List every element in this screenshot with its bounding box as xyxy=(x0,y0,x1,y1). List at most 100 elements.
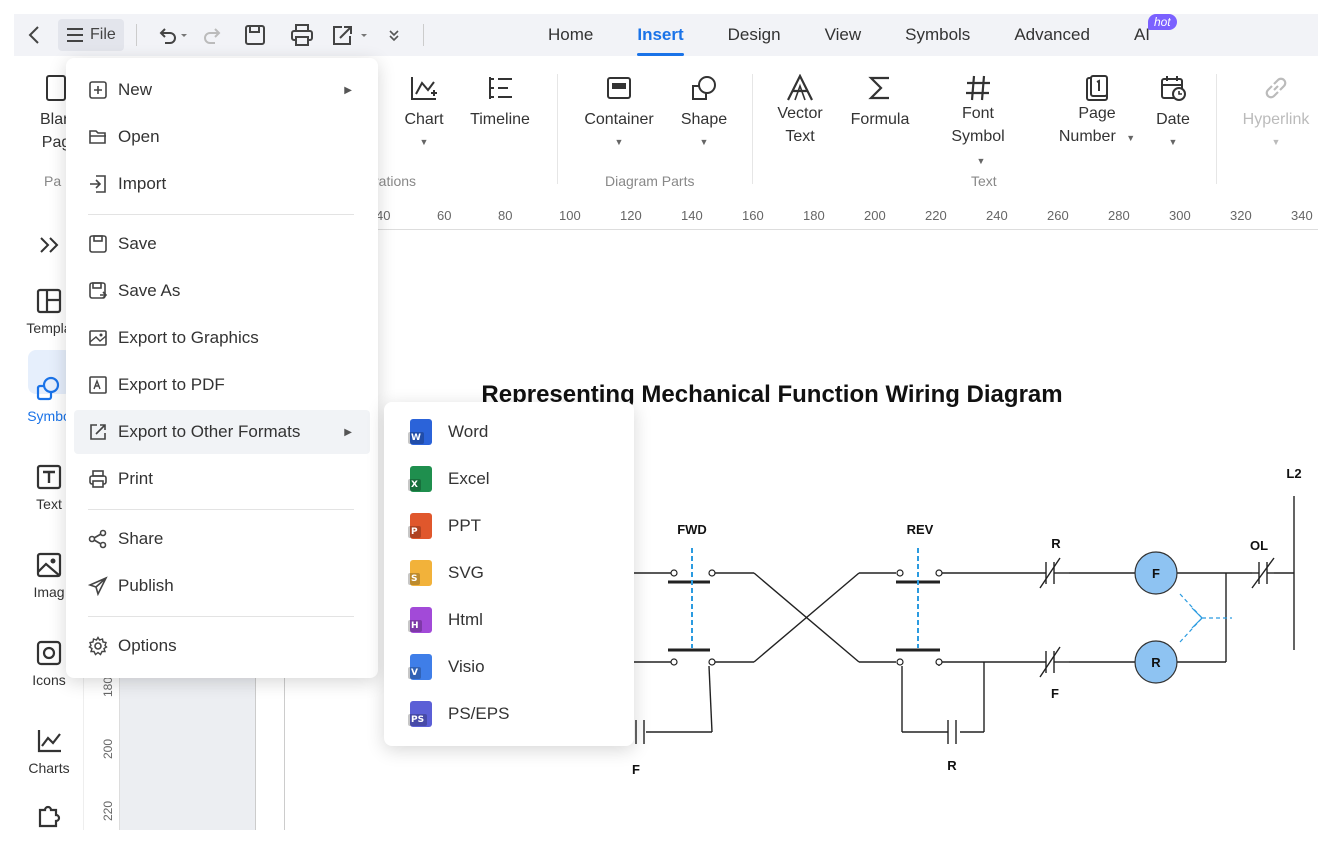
page-number-button[interactable]: Page Number ▼ xyxy=(1052,74,1142,150)
sidebar-item-icons[interactable]: Icons xyxy=(14,640,84,688)
ribbon-label: Number xyxy=(1058,128,1116,145)
folder-open-icon xyxy=(89,130,106,144)
more-tools-button[interactable] xyxy=(377,19,411,51)
label-r-coil[interactable]: R xyxy=(1151,655,1161,670)
save-icon xyxy=(244,25,265,45)
container-button[interactable]: Container ▼ xyxy=(578,74,660,154)
tab-advanced[interactable]: Advanced xyxy=(992,14,1112,56)
label-ol[interactable]: OL xyxy=(1250,538,1268,553)
label-f-contact[interactable]: F xyxy=(1051,686,1059,701)
tab-home[interactable]: Home xyxy=(526,14,615,56)
menu-item-export-other-formats[interactable]: Export to Other Formats ▶ xyxy=(74,410,370,454)
text-box-icon xyxy=(36,464,62,490)
menu-item-export-pdf[interactable]: Export to PDF xyxy=(74,363,370,407)
gear-icon xyxy=(88,636,108,656)
ruler-tick-label: 120 xyxy=(620,208,642,223)
dropdown-caret-icon: ▼ xyxy=(1126,133,1136,143)
tab-view[interactable]: View xyxy=(803,14,884,56)
save-quick-button[interactable] xyxy=(231,19,279,51)
import-icon xyxy=(90,175,106,193)
ruler-tick-label: 260 xyxy=(1047,208,1069,223)
dropdown-caret-icon: ▼ xyxy=(976,156,986,166)
coil-r[interactable] xyxy=(1134,640,1178,684)
tab-insert[interactable]: Insert xyxy=(615,14,705,56)
label-fwd[interactable]: FWD xyxy=(677,522,707,537)
tab-design[interactable]: Design xyxy=(706,14,803,56)
sidebar-item-templates[interactable]: Templa xyxy=(14,288,84,336)
label-f-coil[interactable]: F xyxy=(1152,566,1160,581)
sidebar-item-charts[interactable]: Charts xyxy=(14,728,84,776)
shape-button[interactable]: Shape ▼ xyxy=(676,74,732,154)
back-button[interactable] xyxy=(14,19,54,51)
export-icon xyxy=(332,26,367,45)
chart-button[interactable]: Chart ▼ xyxy=(396,74,452,154)
export-item-label: PS/EPS xyxy=(448,704,510,723)
interlock-arrow xyxy=(1191,607,1203,629)
menu-item-import[interactable]: Import xyxy=(74,162,370,206)
ribbon-label: Font xyxy=(961,105,994,122)
file-icon-letter: S xyxy=(408,573,421,585)
printer-icon xyxy=(89,470,107,488)
wiring-lines xyxy=(634,496,1295,744)
sidebar-item-symbols[interactable]: Symbo xyxy=(14,376,84,424)
ruler-tick-label: 160 xyxy=(742,208,764,223)
menu-item-save-as[interactable]: Save As xyxy=(74,269,370,313)
sidebar-item-text[interactable]: Text xyxy=(14,464,84,512)
menu-label: Export to PDF xyxy=(118,375,225,394)
ribbon-label: Symbol xyxy=(951,128,1005,145)
ruler-tick-label: 240 xyxy=(986,208,1008,223)
undo-button[interactable] xyxy=(149,19,195,51)
export-item-label: Excel xyxy=(448,469,490,488)
label-f-bottom[interactable]: F xyxy=(632,762,640,777)
ribbon-label: Container xyxy=(584,111,654,128)
tab-label: Insert xyxy=(637,25,684,44)
menu-item-print[interactable]: Print xyxy=(74,457,370,501)
label-r-bottom[interactable]: R xyxy=(947,758,957,773)
menu-item-export-graphics[interactable]: Export to Graphics xyxy=(74,316,370,360)
tab-symbols[interactable]: Symbols xyxy=(883,14,992,56)
menu-label: Share xyxy=(118,529,164,548)
chevron-left-icon xyxy=(28,26,39,44)
label-l2[interactable]: L2 xyxy=(1286,466,1301,481)
print-quick-button[interactable] xyxy=(279,19,325,51)
hyperlink-button[interactable]: Hyperlink ▼ xyxy=(1236,74,1316,154)
export-item-label: Html xyxy=(448,610,483,629)
redo-button[interactable] xyxy=(195,19,231,51)
date-button[interactable]: Date ▼ xyxy=(1150,74,1196,154)
file-icon-letter: W xyxy=(408,432,424,444)
sidebar-item-plugins[interactable] xyxy=(14,802,84,830)
vector-text-button[interactable]: Vector Text xyxy=(770,74,830,148)
diagram-canvas[interactable]: Representing Mechanical Function Wiring … xyxy=(284,230,1318,830)
menu-item-options[interactable]: Options xyxy=(74,624,370,668)
ribbon-label: Formula xyxy=(850,111,910,128)
font-symbol-button[interactable]: Font Symbol ▼ xyxy=(942,74,1014,173)
menu-item-publish[interactable]: Publish xyxy=(74,564,370,608)
timeline-button[interactable]: Timeline xyxy=(464,74,536,131)
menu-item-save[interactable]: Save xyxy=(74,222,370,266)
template-icon xyxy=(36,288,62,314)
sidebar-expand-button[interactable] xyxy=(14,236,84,260)
coil-f[interactable] xyxy=(1134,551,1178,595)
sidebar-label: Charts xyxy=(28,760,70,776)
label-r-contact[interactable]: R xyxy=(1051,536,1061,551)
sidebar-label: Symbo xyxy=(27,408,71,424)
menu-item-share[interactable]: Share xyxy=(74,517,370,561)
export-quick-button[interactable] xyxy=(325,19,377,51)
blank-page-button[interactable]: Blan Pag xyxy=(36,74,76,154)
file-menu-button[interactable]: File xyxy=(58,19,124,51)
formula-button[interactable]: Formula xyxy=(846,74,914,131)
ruler-tick-label: 180 xyxy=(101,676,116,698)
menu-item-new[interactable]: New ▶ xyxy=(74,68,370,112)
menu-item-open[interactable]: Open xyxy=(74,115,370,159)
sidebar-item-images[interactable]: Imag xyxy=(14,552,84,600)
label-rev[interactable]: REV xyxy=(907,522,934,537)
